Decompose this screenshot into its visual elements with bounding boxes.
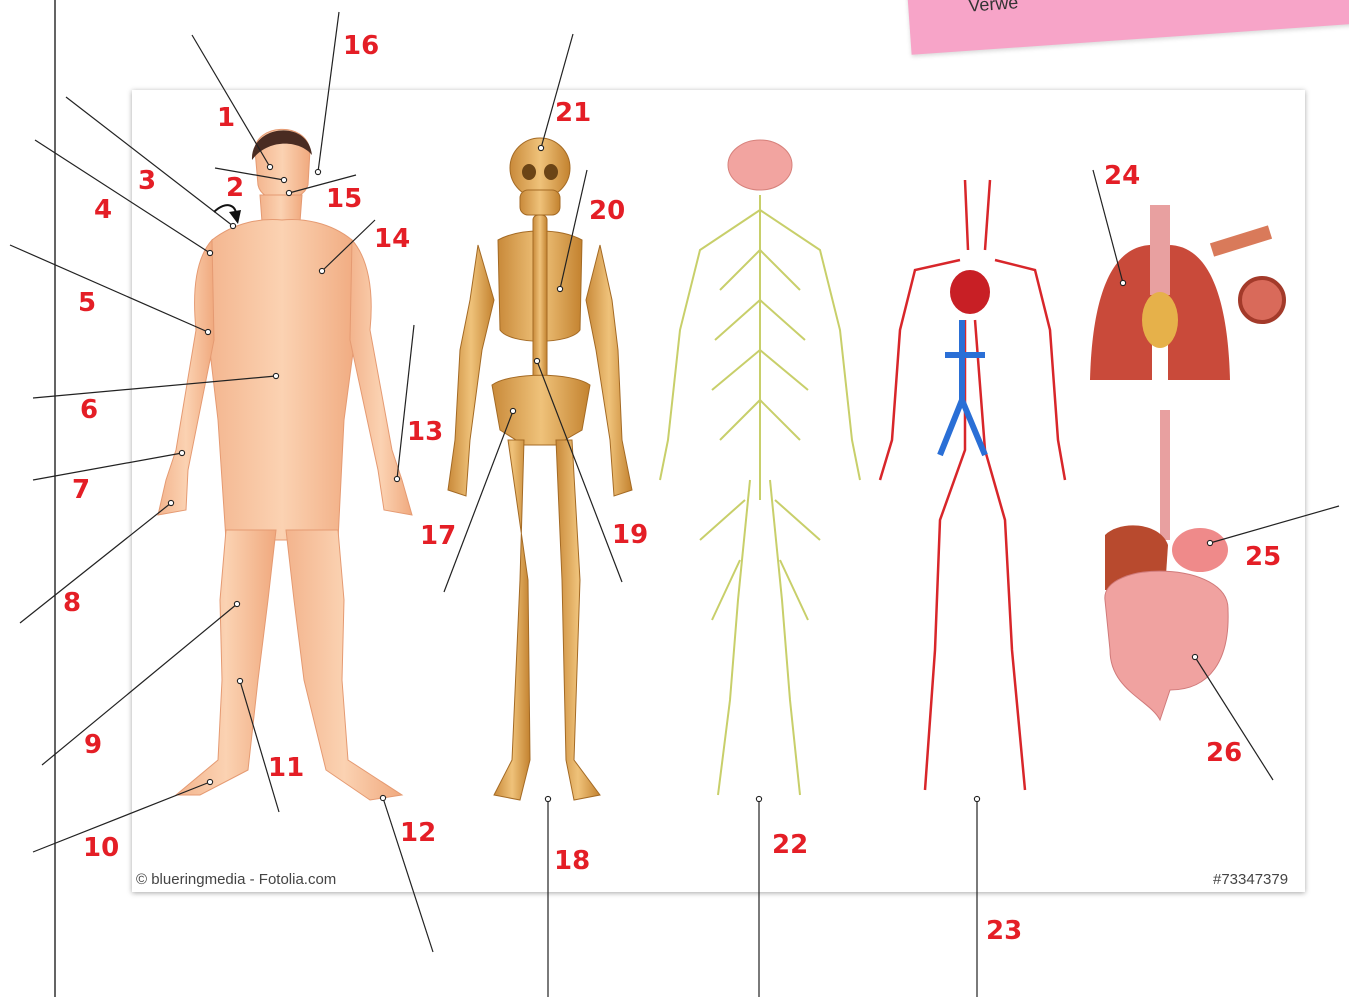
leader-line-8 [20,503,171,623]
leader-dot-13 [394,476,399,481]
leader-dot-23 [974,796,979,801]
leader-dot-25 [1207,540,1212,545]
leader-dot-8 [168,500,173,505]
label-number-13: 13 [407,419,443,445]
leader-dot-1 [267,164,272,169]
leader-line-21 [541,34,573,148]
leader-line-13 [397,325,414,479]
leader-line-20 [560,170,587,289]
leader-dot-21 [538,145,543,150]
label-number-1: 1 [217,105,235,131]
leader-dot-24 [1120,280,1125,285]
leader-dot-2 [281,177,286,182]
leader-dot-16 [315,169,320,174]
label-number-4: 4 [94,197,112,223]
arrowhead-icon [229,210,241,224]
leader-line-5 [10,245,208,332]
label-number-8: 8 [63,590,81,616]
leader-line-25 [1210,506,1339,543]
leader-dot-14 [319,268,324,273]
leader-dot-5 [205,329,210,334]
leader-dot-18 [545,796,550,801]
leader-dot-11 [237,678,242,683]
image-credit: © blueringmedia - Fotolia.com [136,871,336,888]
leader-dot-10 [207,779,212,784]
label-number-20: 20 [589,198,625,224]
leader-line-6 [33,376,276,398]
label-number-19: 19 [612,522,648,548]
label-number-25: 25 [1245,544,1281,570]
label-number-10: 10 [83,835,119,861]
leader-dot-4 [207,250,212,255]
image-id: #73347379 [1213,871,1288,888]
leader-line-4 [35,140,210,253]
label-number-18: 18 [554,848,590,874]
leader-line-14 [322,220,375,271]
label-number-9: 9 [84,732,102,758]
leader-dot-22 [756,796,761,801]
label-number-15: 15 [326,186,362,212]
leader-dot-12 [380,795,385,800]
leader-line-9 [42,604,237,765]
leader-line-17 [444,411,513,592]
leader-line-1 [192,35,270,167]
leader-line-11 [240,681,279,812]
leader-dot-15 [286,190,291,195]
label-number-26: 26 [1206,740,1242,766]
label-number-11: 11 [268,755,304,781]
label-number-5: 5 [78,290,96,316]
leader-dot-9 [234,601,239,606]
label-number-7: 7 [72,477,90,503]
label-number-2: 2 [226,175,244,201]
leader-dot-6 [273,373,278,378]
leader-line-19 [537,361,622,582]
label-number-21: 21 [555,100,591,126]
leader-line-10 [33,782,210,852]
leader-dot-20 [557,286,562,291]
leader-dot-7 [179,450,184,455]
label-number-14: 14 [374,226,410,252]
leader-dot-26 [1192,654,1197,659]
label-number-22: 22 [772,832,808,858]
leader-dot-17 [510,408,515,413]
leader-line-16 [318,12,339,172]
label-number-23: 23 [986,918,1022,944]
label-number-24: 24 [1104,163,1140,189]
label-number-3: 3 [138,168,156,194]
label-number-6: 6 [80,397,98,423]
label-number-17: 17 [420,523,456,549]
label-number-12: 12 [400,820,436,846]
label-number-16: 16 [343,33,379,59]
leader-line-3 [66,97,233,226]
leader-dot-19 [534,358,539,363]
leader-dot-3 [230,223,235,228]
